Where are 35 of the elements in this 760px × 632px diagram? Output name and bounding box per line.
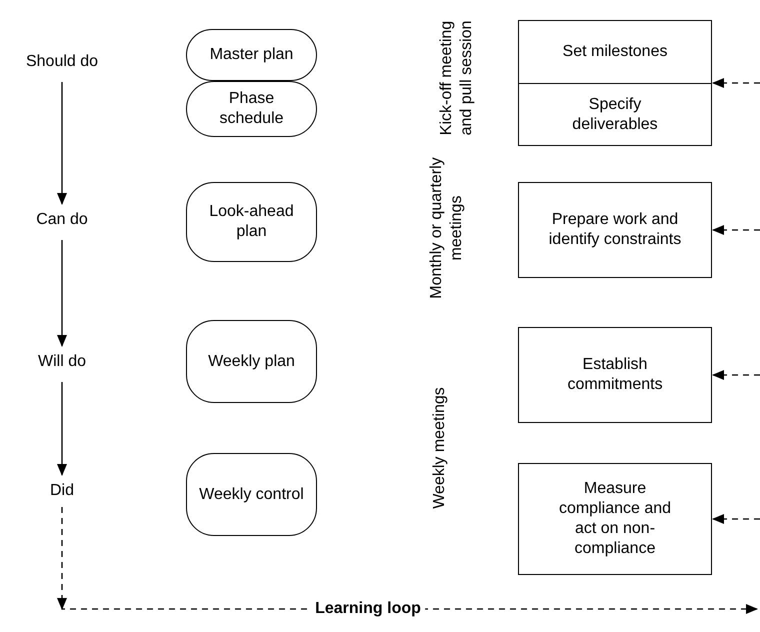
node-text: Establish commitments	[566, 355, 664, 395]
node-text: Measure compliance and act on non-compliance	[558, 479, 672, 559]
plan-pill	[186, 182, 317, 262]
plan-pill	[186, 453, 317, 536]
dashed-arrow	[712, 78, 760, 88]
node-text: Weekly plan	[208, 352, 295, 372]
meeting-label: Monthly or quarterly meetings	[428, 157, 465, 299]
dashed-arrow	[712, 514, 760, 524]
node-text: Prepare work and identify constraints	[548, 210, 682, 250]
process-box	[518, 182, 712, 278]
process-box	[518, 83, 712, 146]
dashed-arrow	[712, 370, 760, 380]
edge-label: Learning loop	[311, 599, 425, 619]
dashed-arrow	[57, 507, 758, 614]
arrow	[57, 240, 67, 347]
node-text: Weekly control	[199, 484, 304, 504]
process-box	[518, 327, 712, 423]
node-text: Did	[50, 481, 74, 501]
process-box	[518, 20, 712, 83]
node-text: Will do	[38, 352, 86, 372]
plan-pill	[186, 29, 317, 81]
node-text: Look-ahead plan	[208, 202, 295, 242]
arrow	[57, 82, 67, 205]
node-text: Phase schedule	[218, 89, 285, 129]
meeting-label: Weekly meetings	[431, 387, 448, 509]
process-box	[518, 463, 712, 575]
arrow	[57, 382, 67, 476]
node-text: Specify deliverables	[571, 94, 659, 134]
node-text: Master plan	[210, 45, 294, 65]
meeting-label: Kick-off meeting and pull session	[438, 20, 475, 136]
node-text: Set milestones	[562, 42, 668, 62]
node-text: Should do	[26, 52, 98, 72]
node-text: Can do	[36, 210, 88, 230]
plan-pill	[186, 320, 317, 403]
dashed-arrow	[712, 225, 760, 235]
